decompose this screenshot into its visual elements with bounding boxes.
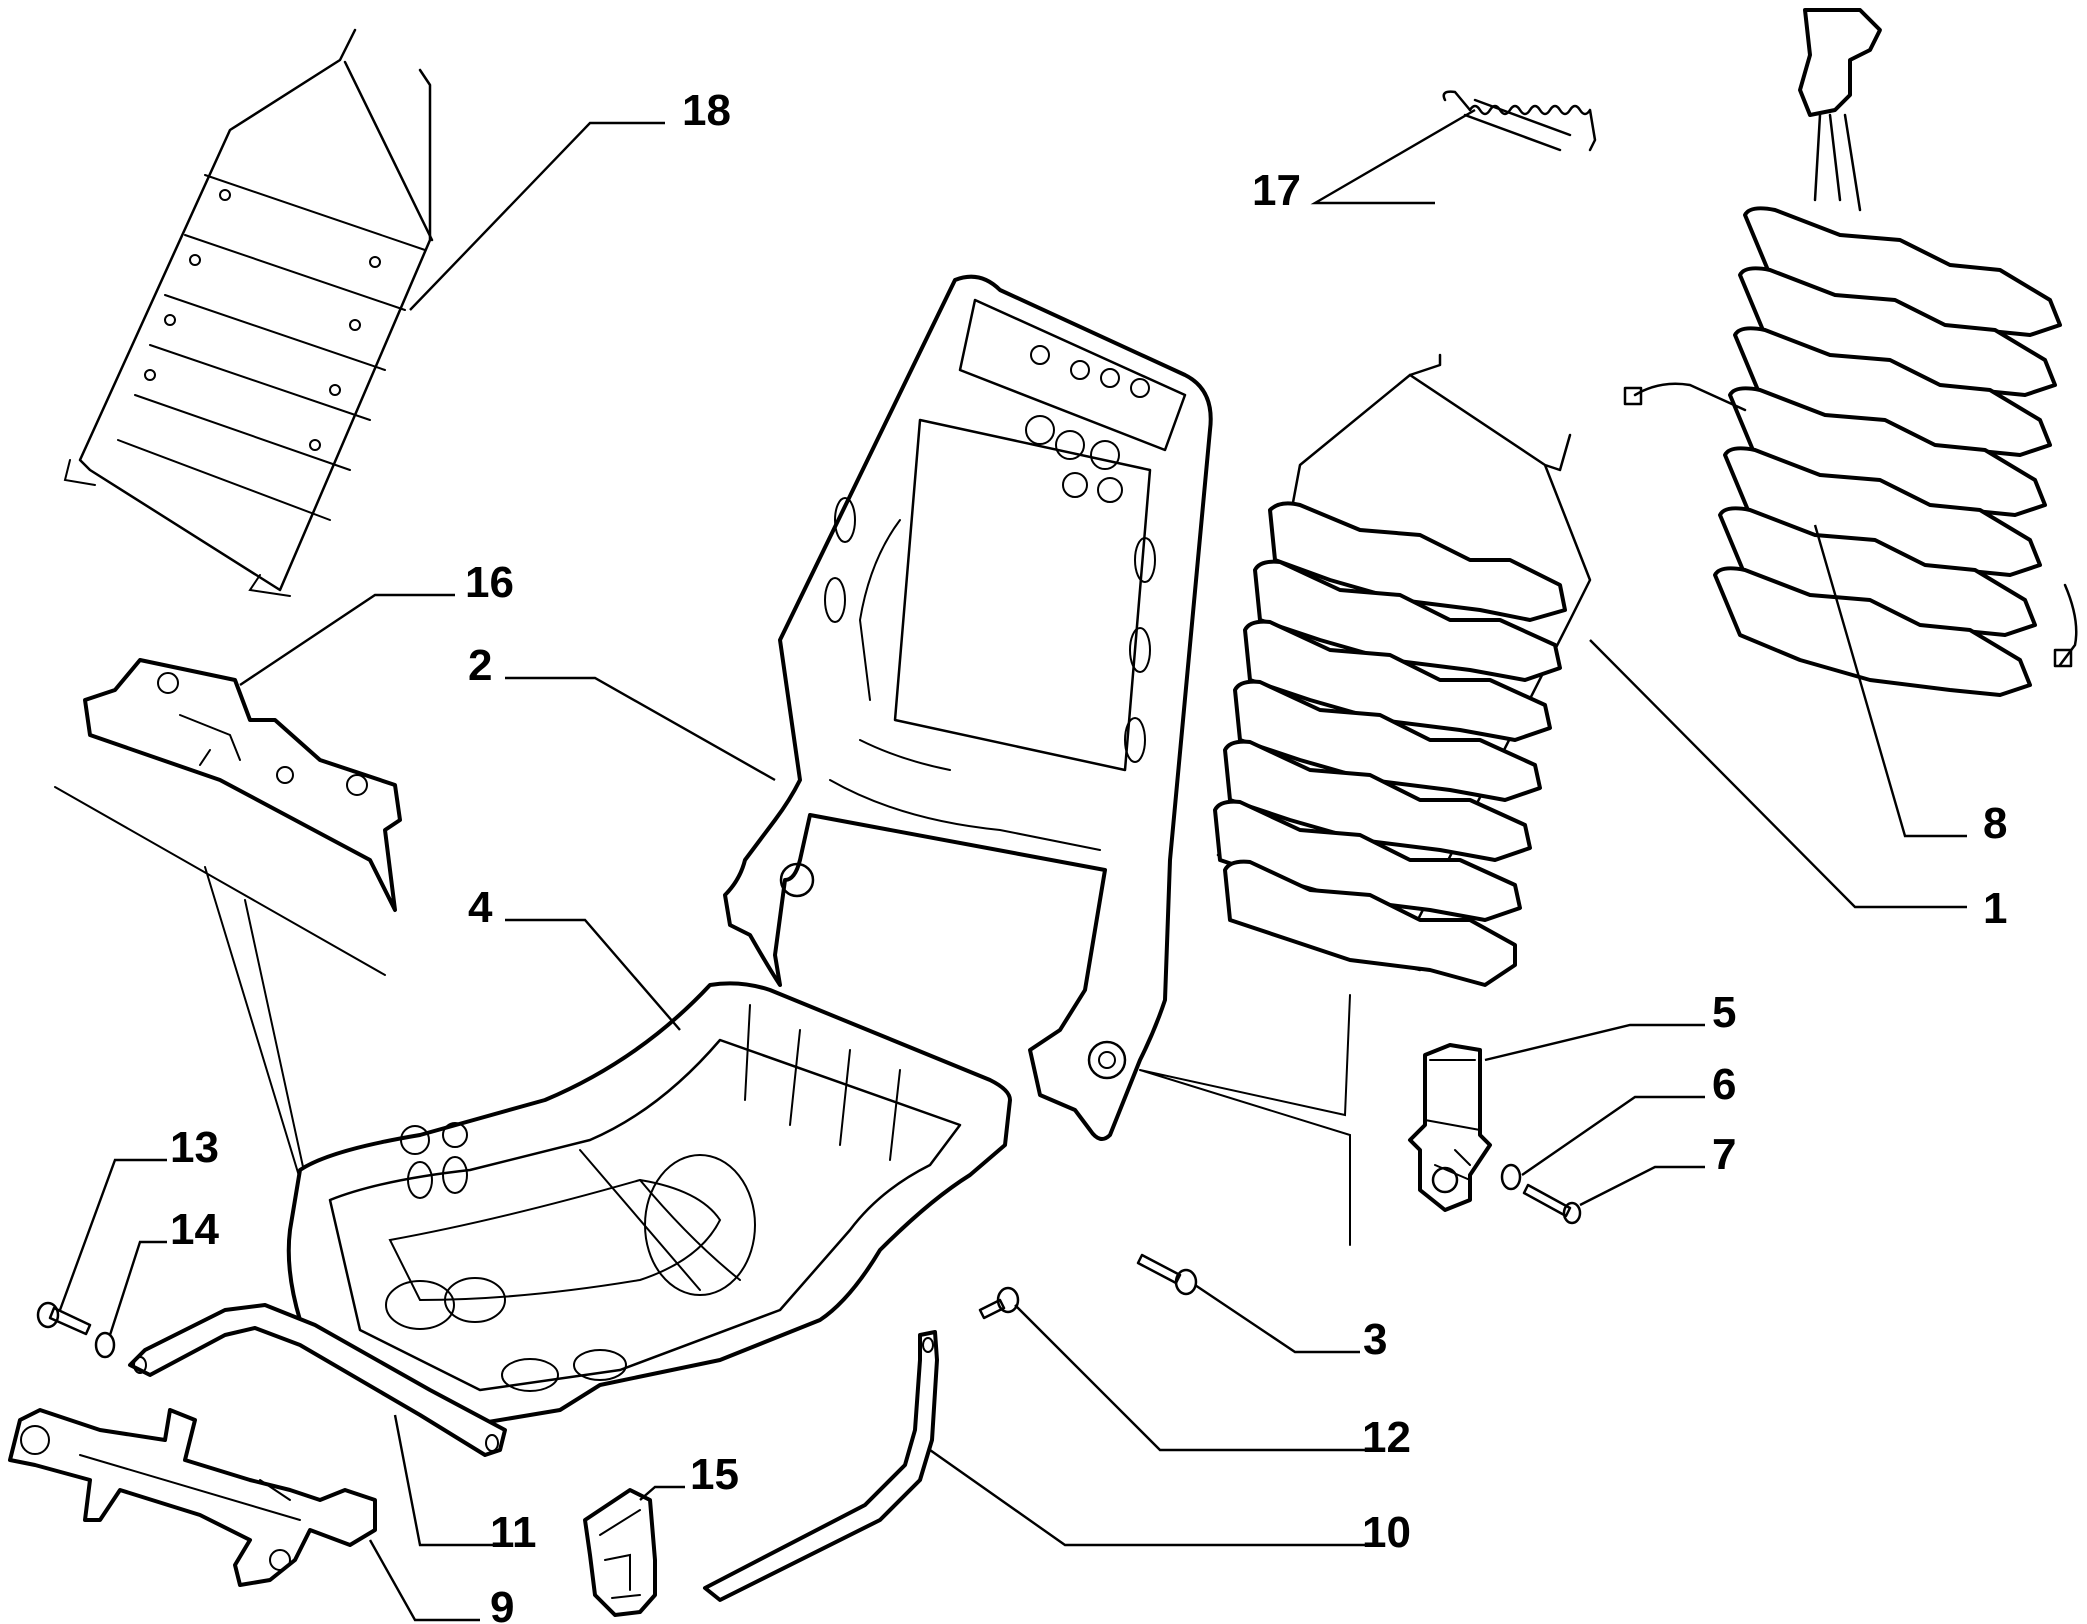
leader-6 [1521, 1095, 1705, 1176]
callout-9: 9 [490, 1583, 514, 1624]
part-4-seat-cushion [286, 981, 1012, 1427]
leader-15 [639, 1485, 685, 1501]
leader-9 [368, 1539, 480, 1622]
callout-12: 12 [1362, 1413, 1411, 1462]
leader-11 [393, 1414, 505, 1547]
leader-18 [409, 121, 665, 311]
part-13-bolt [36, 1301, 92, 1336]
leader-13 [58, 1158, 167, 1311]
callout-4: 4 [468, 883, 493, 932]
leader-1 [1589, 639, 1967, 909]
callout-18: 18 [682, 86, 731, 135]
leader-3 [1194, 1284, 1360, 1354]
guide-lines-right [1139, 994, 1351, 1246]
leader-lines [58, 108, 1967, 1622]
callout-16: 16 [465, 558, 514, 607]
leader-10 [929, 1449, 1365, 1547]
leader-7 [1579, 1165, 1705, 1207]
leader-17 [1310, 108, 1476, 205]
callout-5: 5 [1712, 988, 1736, 1037]
leader-16 [239, 593, 455, 686]
part-17-spring [1442, 90, 1597, 152]
part-6-washer [1500, 1163, 1522, 1191]
callout-17: 17 [1252, 166, 1301, 215]
leader-14 [108, 1240, 167, 1336]
callout-6: 6 [1712, 1060, 1736, 1109]
part-9-rail-bracket [8, 1408, 377, 1587]
part-18-wire-frame [63, 28, 434, 597]
callout-1: 1 [1983, 884, 2007, 933]
leader-12 [1014, 1304, 1365, 1452]
part-1-spring-mat [1213, 353, 1592, 987]
part-11-front-crossbar [128, 1303, 507, 1457]
leader-8 [1813, 524, 1967, 838]
part-12-screw [978, 1286, 1020, 1320]
part-7-screw [1522, 1183, 1582, 1225]
leader-2 [505, 676, 776, 782]
callout-3: 3 [1363, 1315, 1387, 1364]
leader-4 [505, 918, 681, 1031]
part-2-backrest-frame [723, 274, 1213, 1141]
part-5-motor [1408, 1043, 1492, 1212]
part-14-washer [94, 1331, 116, 1359]
callout-7: 7 [1712, 1130, 1736, 1179]
part-10-rear-crossbar [703, 1330, 939, 1602]
callout-labels: 18 17 16 2 4 8 1 5 6 7 3 12 10 13 14 11 … [170, 86, 2007, 1624]
part-15-clip [583, 1488, 657, 1617]
callout-11: 11 [490, 1508, 537, 1557]
callout-13: 13 [170, 1123, 219, 1172]
part-8-lumbar-support [1623, 8, 2078, 697]
callout-15: 15 [690, 1450, 739, 1499]
callout-10: 10 [1362, 1508, 1411, 1557]
leader-5 [1484, 1023, 1705, 1062]
callout-14: 14 [170, 1205, 219, 1254]
part-3-bolt [1136, 1253, 1198, 1296]
callout-2: 2 [468, 641, 492, 690]
part-16-side-bracket [83, 658, 402, 912]
callout-8: 8 [1983, 799, 2007, 848]
